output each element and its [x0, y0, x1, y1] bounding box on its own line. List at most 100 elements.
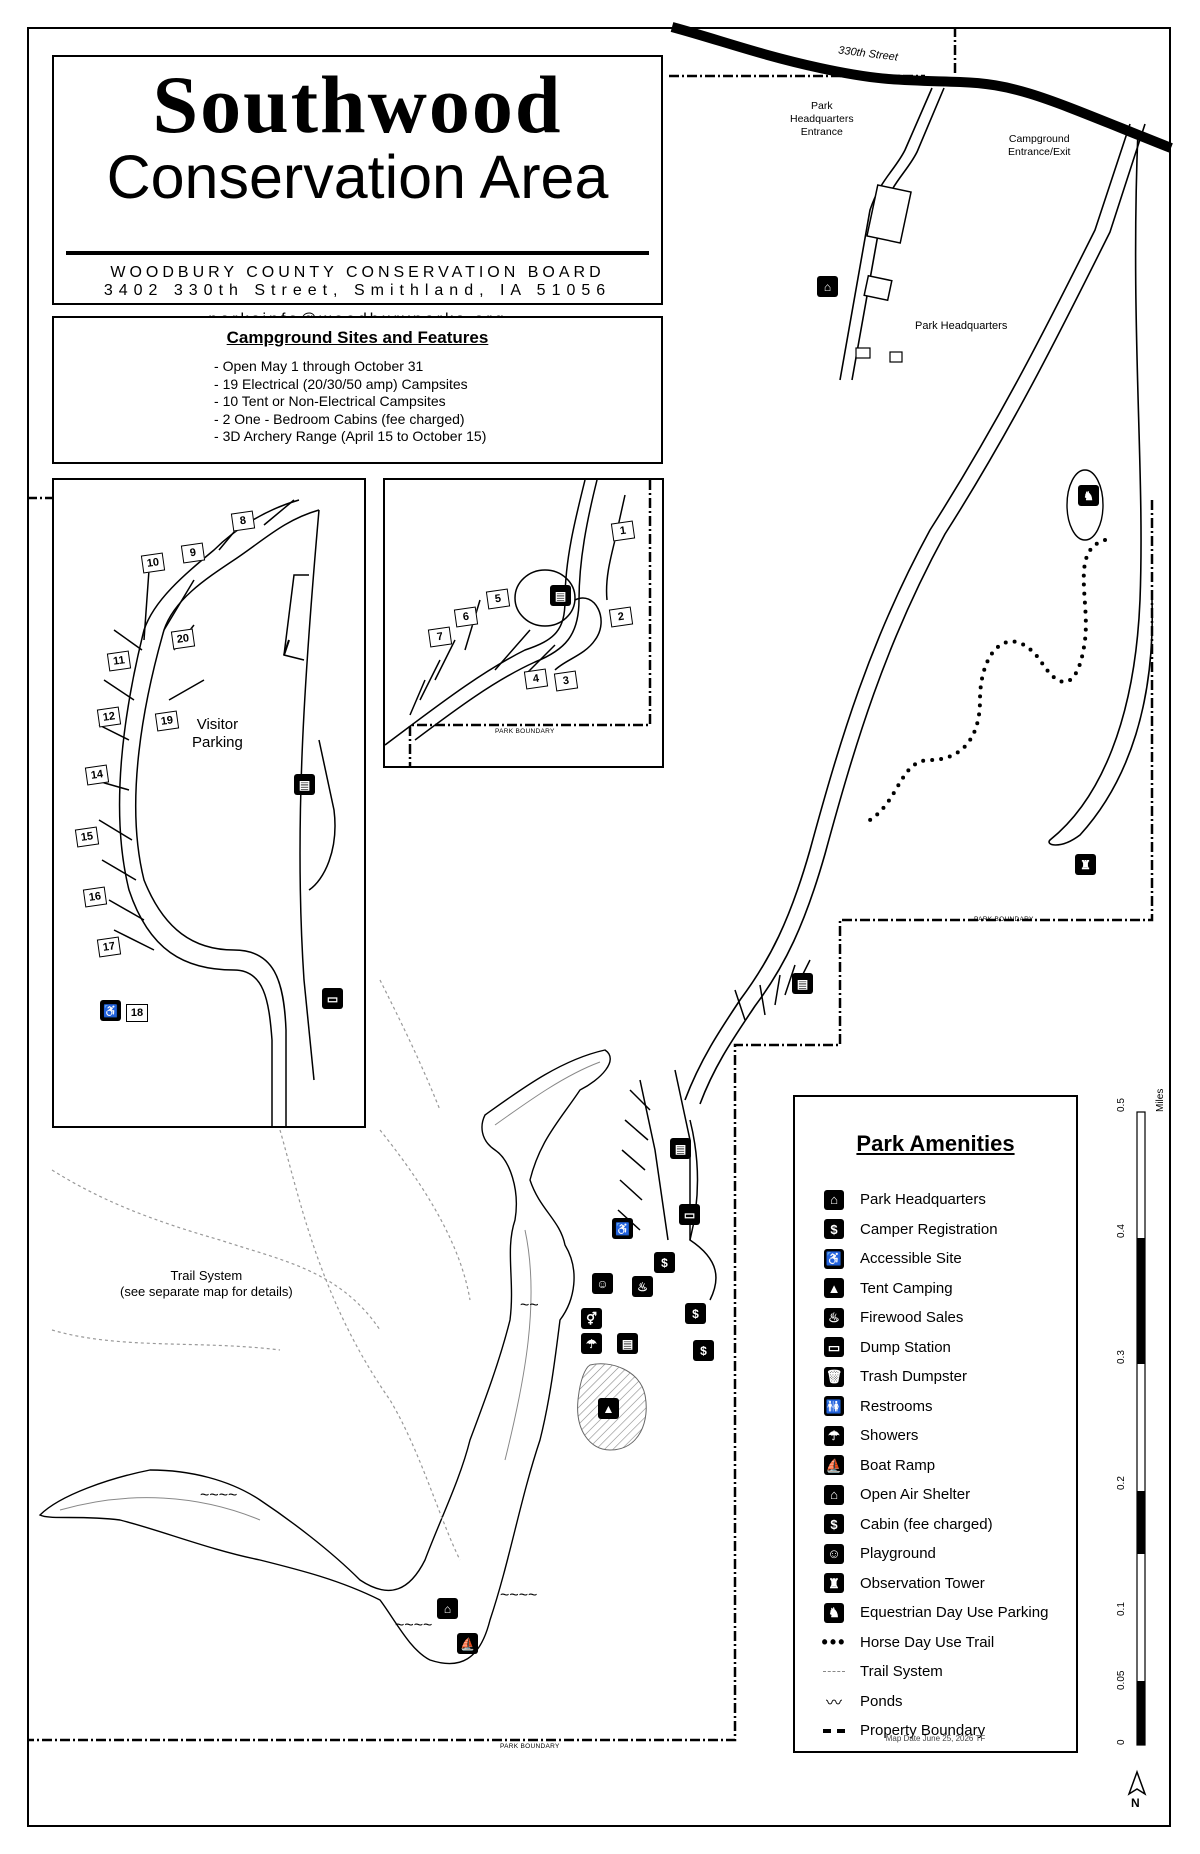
tent-icon[interactable]: ▲: [598, 1398, 619, 1419]
north-arrow: [1127, 1769, 1147, 1796]
headquarters-icon[interactable]: ⌂: [817, 276, 838, 297]
feature-item: 19 Electrical (20/30/50 amp) Campsites: [214, 376, 486, 394]
legend-label: Showers: [860, 1427, 919, 1445]
campsite-10[interactable]: 10: [140, 552, 166, 574]
legend-label: Trail System: [860, 1663, 943, 1681]
main-road: [684, 123, 1154, 1105]
campsite-15[interactable]: 15: [74, 826, 100, 848]
accessible-icon: ♿: [823, 1248, 845, 1270]
cabin-icon[interactable]: $: [685, 1303, 706, 1324]
map-date: Map Date June 25, 2026 TF: [885, 1734, 986, 1743]
trash-icon[interactable]: ▤: [294, 774, 315, 795]
campsite-2[interactable]: 2: [608, 606, 634, 628]
park-boundary-label-inset: PARK BOUNDARY: [495, 728, 555, 735]
campsite-20[interactable]: 20: [170, 628, 196, 650]
svg-text:~~~~: ~~~~: [500, 1587, 537, 1604]
legend-item: Trail System: [823, 1657, 1048, 1687]
horse-icon[interactable]: ♞: [1078, 485, 1099, 506]
legend-item: 🚻Restrooms: [823, 1392, 1048, 1422]
legend-list: ⌂Park Headquarters$Camper Registration ♿ A…: [822, 1185, 1048, 1746]
lake: [38, 1049, 611, 1665]
horse-trail: [868, 538, 1107, 822]
svg-text:~~~~: ~~~~: [395, 1617, 432, 1634]
legend-label: Restrooms: [860, 1397, 933, 1415]
scale-tick-label: 0: [1116, 1739, 1127, 1745]
campsite-3[interactable]: 3: [553, 670, 579, 692]
legend-item: ♜ Observation Tower: [823, 1569, 1048, 1599]
shelter-icon[interactable]: ⌂: [437, 1598, 458, 1619]
scale-bar: [1136, 1111, 1146, 1746]
accessible-icon[interactable]: ♿: [612, 1218, 633, 1239]
campsite-4[interactable]: 4: [523, 668, 549, 690]
title-divider: [66, 251, 649, 255]
trail-system: [51, 979, 471, 1561]
campsite-8[interactable]: 8: [230, 510, 256, 532]
campsite-17[interactable]: 17: [96, 936, 122, 958]
visitor-parking-label: Visitor Parking: [192, 716, 243, 751]
registration-icon[interactable]: $: [654, 1252, 675, 1273]
firewood-icon: ♨: [823, 1307, 845, 1329]
pond-icon: 〰: [825, 1695, 842, 1713]
restroom-icon[interactable]: ⚥: [581, 1308, 602, 1329]
legend-item: ⛵Boat Ramp: [823, 1451, 1048, 1481]
legend-item: ☂Showers: [823, 1421, 1048, 1451]
campsite-5[interactable]: 5: [485, 588, 511, 610]
legend-label: Observation Tower: [860, 1574, 985, 1592]
trash-icon[interactable]: ▤: [617, 1333, 638, 1354]
legend-label: Accessible Site: [860, 1250, 962, 1268]
shelter-icon: ⌂: [823, 1484, 845, 1506]
legend-item: ▲ Tent Camping: [823, 1274, 1048, 1304]
features-panel: Campground Sites and Features Open May 1…: [52, 316, 663, 464]
trash-icon[interactable]: ▤: [792, 973, 813, 994]
campsite-1[interactable]: 1: [610, 520, 636, 542]
legend-item: $Camper Registration: [823, 1215, 1048, 1245]
campsite-19[interactable]: 19: [154, 710, 180, 732]
horse-icon: ♞: [823, 1602, 845, 1624]
legend-label: Cabin (fee charged): [860, 1515, 993, 1533]
legend-title: Park Amenities: [856, 1131, 1015, 1156]
shower-icon[interactable]: ☂: [581, 1333, 602, 1354]
legend-item: ♞ Equestrian Day Use Parking: [823, 1598, 1048, 1628]
legend-label: Firewood Sales: [860, 1309, 964, 1327]
accessible-icon[interactable]: ♿: [100, 1000, 121, 1021]
trail-system-label: Trail System (see separate map for detai…: [120, 1268, 293, 1299]
legend-label: Equestrian Day Use Parking: [860, 1604, 1049, 1622]
tent-icon: ▲: [823, 1277, 845, 1299]
firewood-icon[interactable]: ♨: [632, 1276, 653, 1297]
legend-label: Tent Camping: [860, 1279, 953, 1297]
cabin-icon[interactable]: $: [693, 1340, 714, 1361]
north-label: N: [1131, 1796, 1140, 1810]
campsite-16[interactable]: 16: [82, 886, 108, 908]
feature-item: 10 Tent or Non-Electrical Campsites: [214, 393, 486, 411]
campsite-9[interactable]: 9: [180, 542, 206, 564]
scale-tick-label: 0.05: [1116, 1670, 1127, 1690]
legend-label: Property Boundary: [860, 1722, 986, 1740]
feature-item: 3D Archery Range (April 15 to October 15…: [214, 428, 487, 446]
campsite-6[interactable]: 6: [453, 606, 479, 628]
campsite-18[interactable]: 18: [126, 1004, 148, 1022]
campsite-12[interactable]: 12: [96, 706, 122, 728]
trash-icon[interactable]: ▤: [670, 1138, 691, 1159]
legend-item: ☺Playground: [823, 1539, 1048, 1569]
dump-station-icon[interactable]: ▭: [679, 1204, 700, 1225]
legend-label: Horse Day Use Trail: [860, 1633, 995, 1651]
trash-icon[interactable]: ▤: [550, 585, 571, 606]
registration-icon: $: [823, 1218, 845, 1240]
campground-inset-east: 1 2 3 4 5 6 7 ▤ PARK BOUNDARY: [383, 478, 664, 768]
boundary-line-icon: [823, 1720, 845, 1742]
dump-station-icon[interactable]: ▭: [322, 988, 343, 1009]
campground-inset-west: 8 9 10 20 11 12 19 14 15 16 17 ♿ 18 Visi…: [52, 478, 366, 1128]
hq-entrance-label: Park Headquarters Entrance: [790, 100, 854, 138]
legend-label: Playground: [860, 1545, 936, 1563]
title-panel: Southwood Conservation Area WOODBURY COU…: [52, 55, 663, 353]
playground-icon[interactable]: ☺: [592, 1273, 613, 1294]
legend-item: ⌂Park Headquarters: [823, 1185, 1048, 1215]
legend-item: ⌂Open Air Shelter: [823, 1480, 1048, 1510]
campsite-7[interactable]: 7: [427, 626, 453, 648]
tower-icon[interactable]: ♜: [1075, 854, 1096, 875]
tower-icon: ♜: [823, 1572, 845, 1594]
boat-ramp-icon[interactable]: ⛵: [457, 1633, 478, 1654]
campsite-11[interactable]: 11: [106, 650, 132, 672]
campsite-14[interactable]: 14: [84, 764, 110, 786]
park-headquarters-label: Park Headquarters: [915, 320, 1008, 332]
